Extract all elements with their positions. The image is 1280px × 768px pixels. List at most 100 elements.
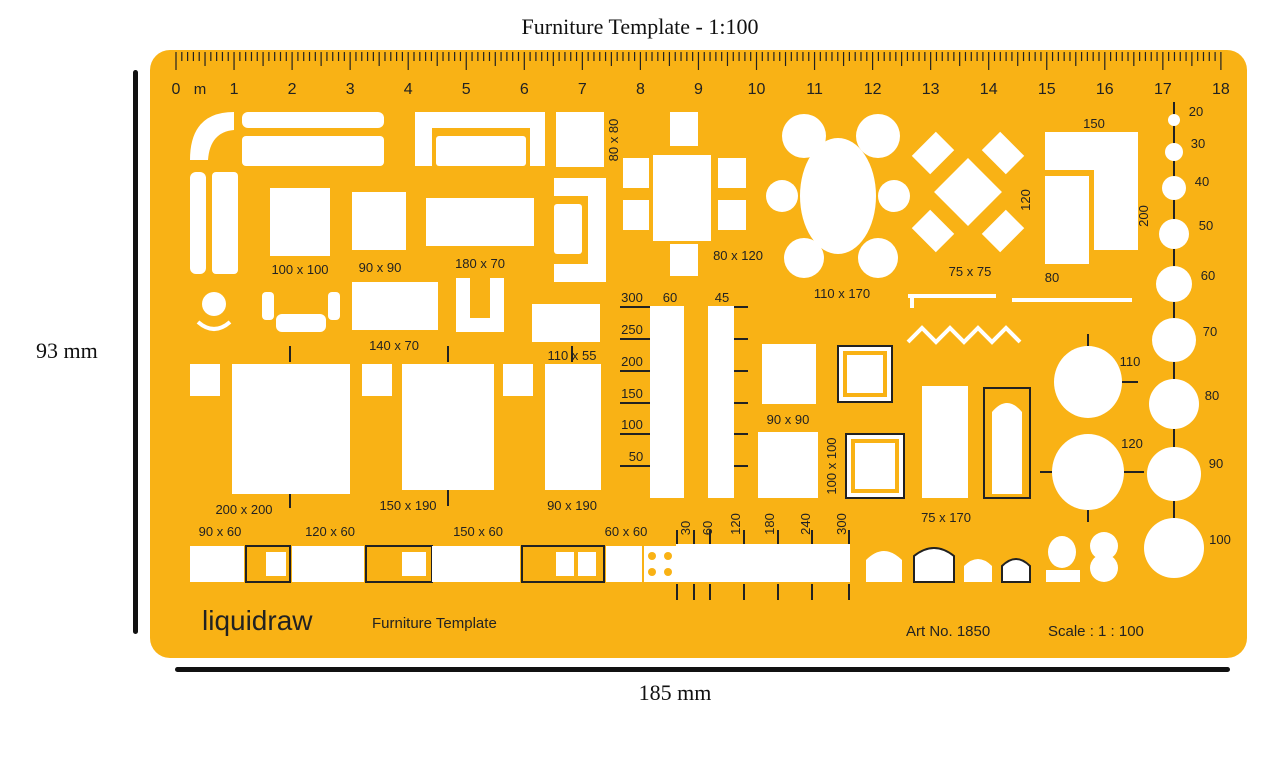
sofa-group [190, 112, 606, 282]
stool-back-shape [196, 320, 232, 331]
label-run-60: 60 [700, 521, 715, 535]
label-circle-90: 90 [1209, 456, 1223, 471]
circle-20-shape [1168, 114, 1180, 126]
label-run-30: 30 [678, 521, 693, 535]
washbasin-4-shape [1001, 558, 1031, 583]
ruler-number-7: 7 [578, 81, 587, 98]
label-scale-150: 150 [621, 386, 643, 401]
label-circle-20: 20 [1189, 104, 1203, 119]
square-90b-shape [762, 344, 816, 404]
ruler-minor-ticks [175, 52, 1222, 70]
cooktop-burner-1 [648, 552, 656, 560]
ruler-number-16: 16 [1096, 81, 1114, 98]
ruler-number-1: 1 [230, 81, 239, 98]
bathtub-shape [922, 386, 968, 498]
ruler-number-13: 13 [922, 81, 940, 98]
ruler-number-14: 14 [980, 81, 998, 98]
brand-logo: liquidraw [202, 605, 313, 636]
round-table-ticks [1040, 334, 1144, 522]
square-100-shape [270, 188, 330, 256]
label-square-90b: 90 x 90 [767, 412, 810, 427]
shower-tray-1-inner [843, 351, 887, 397]
ruler-number-12: 12 [864, 81, 882, 98]
round-table-120-shape [1052, 434, 1124, 510]
ruler-number-5: 5 [462, 81, 471, 98]
cooktop-burner-4 [664, 568, 672, 576]
armchair-arm-left-shape [262, 292, 274, 320]
label-circle-50: 50 [1199, 218, 1213, 233]
beds-group [190, 364, 601, 494]
label-rect-180-70: 180 x 70 [455, 256, 505, 271]
label-rect-80-120: 80 x 120 [713, 248, 763, 263]
label-bed-200: 200 x 200 [215, 502, 272, 517]
bed-marker-lines [289, 346, 573, 508]
ruler-number-10: 10 [748, 81, 766, 98]
armchair-arm-right-shape [328, 292, 340, 320]
oval-table-shape [800, 138, 876, 254]
product-name: Furniture Template [372, 615, 497, 632]
label-rect-100-vertical: 100 x 100 [824, 437, 839, 494]
square-90-shape [352, 192, 406, 250]
dining-chair-bottom-shape [670, 244, 698, 276]
ruler-number-8: 8 [636, 81, 645, 98]
ruler-number-3: 3 [346, 81, 355, 98]
label-scale-250: 250 [621, 322, 643, 337]
round-tables-group [1040, 334, 1144, 522]
dividers-group [906, 294, 1132, 345]
oval-chair-5-shape [766, 180, 798, 212]
label-scale-100: 100 [621, 417, 643, 432]
label-rect-110-55: 110 x 55 [548, 348, 597, 363]
label-scale-300: 300 [621, 290, 643, 305]
label-circle-40: 40 [1195, 174, 1209, 189]
cooktop-burner-2 [664, 552, 672, 560]
circle-gauges [1144, 102, 1204, 578]
shower-tray-2-inner [851, 439, 899, 493]
chairs-group [196, 278, 504, 332]
armchair-side-seat-shape [554, 204, 582, 254]
bidet-bottom-shape [1090, 554, 1118, 582]
bathtub-inner-shape [992, 403, 1022, 494]
ruler-number-9: 9 [694, 81, 703, 98]
rect-140-70-shape [352, 282, 438, 330]
cabinet-90-shape [190, 546, 244, 582]
sink-1-shape [245, 545, 291, 583]
height-dimension-label: 93 mm [36, 338, 98, 363]
label-square-100: 100 x 100 [271, 262, 328, 277]
label-rect-80-80: 80 x 80 [606, 119, 621, 162]
circle-50-shape [1159, 219, 1189, 249]
kitchen-row [190, 530, 850, 600]
label-oval-110-170: 110 x 170 [814, 286, 870, 301]
label-scale-50: 50 [629, 449, 643, 464]
label-cabinet-90: 90 x 60 [199, 524, 242, 539]
dining-chair-right-2-shape [718, 200, 746, 230]
label-circle-100: 100 [1209, 532, 1231, 547]
page-title: Furniture Template - 1:100 [521, 14, 759, 39]
rect-100-shape [758, 432, 818, 498]
oval-chair-1-shape [782, 114, 826, 158]
bed-nightstand-2-shape [362, 364, 392, 396]
ruler-number-0: 0 [172, 81, 181, 98]
armchair-seat-shape [276, 314, 326, 332]
circle-30-shape [1165, 143, 1183, 161]
label-circle-30: 30 [1191, 136, 1205, 151]
ruler-number-6: 6 [520, 81, 529, 98]
cooktop-shape [644, 546, 676, 582]
bidet-top-shape [1090, 532, 1118, 560]
toilet-tank-shape [1046, 570, 1080, 582]
bed-nightstand-1-shape [190, 364, 220, 396]
circle-80-shape [1149, 379, 1199, 429]
dining-chair-left-2-shape [623, 200, 649, 230]
sofa-back-shape [242, 112, 384, 128]
l-desk-side-shape [1045, 176, 1089, 264]
ruler-number-2: 2 [288, 81, 297, 98]
label-circle-70: 70 [1203, 324, 1217, 339]
label-rect-140-70: 140 x 70 [369, 338, 419, 353]
oval-chair-6-shape [878, 180, 910, 212]
label-bathtub: 75 x 170 [921, 510, 971, 525]
width-dimension-label: 185 mm [638, 680, 712, 705]
dining-table-shape [653, 155, 711, 241]
circle-90-shape [1147, 447, 1201, 501]
side-sofa-back-shape [190, 172, 206, 274]
dining-chair-top-shape [670, 112, 698, 146]
